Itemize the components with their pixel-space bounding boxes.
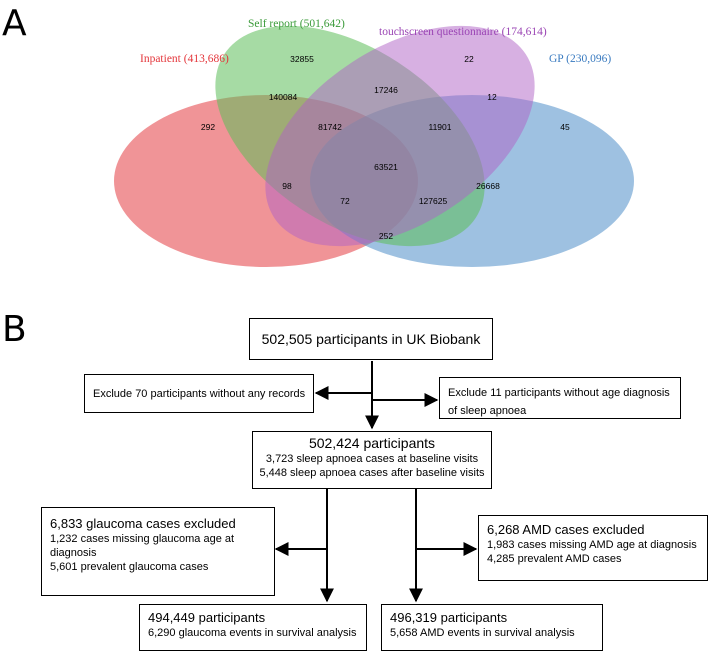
box-amd-final-line1: 5,658 AMD events in survival analysis [390, 627, 575, 639]
box-exclude-right: Exclude 11 participants without age diag… [439, 377, 681, 419]
box-exclude-left: Exclude 70 participants without any reco… [84, 374, 314, 413]
box-amd-final-title: 496,319 participants [390, 610, 508, 625]
box-glaucoma-excluded-title: 6,833 glaucoma cases excluded [50, 516, 236, 531]
box-amd-excluded-line1: 1,983 cases missing AMD age at diagnosis [487, 539, 697, 551]
panel-a-letter: A [2, 3, 27, 44]
box-glaucoma-final-title: 494,449 participants [148, 610, 266, 625]
venn-count-inpatient-self-touch: 81742 [318, 122, 342, 132]
venn-label-inpatient: Inpatient (413,686) [140, 53, 229, 65]
box-exclude-right-text: Exclude 11 participants without age diag… [448, 387, 670, 417]
box-amd-excluded: 6,268 AMD cases excluded 1,983 cases mis… [478, 515, 708, 581]
box-amd-excluded-line2: 4,285 prevalent AMD cases [487, 553, 622, 565]
venn-count-inpatient-self: 140084 [269, 92, 298, 102]
box-middle-line2: 5,448 sleep apnoea cases after baseline … [259, 467, 485, 479]
venn-count-self-touch-gp: 11901 [428, 122, 451, 132]
venn-diagram: Inpatient (413,686) Self report (501,642… [114, 18, 634, 267]
box-glaucoma-final: 494,449 participants 6,290 glaucoma even… [139, 604, 367, 651]
box-amd-excluded-title: 6,268 AMD cases excluded [487, 522, 645, 537]
box-glaucoma-excluded-line2: 5,601 prevalent glaucoma cases [50, 561, 209, 573]
venn-count-gp-only: 45 [560, 122, 570, 132]
box-glaucoma-excluded: 6,833 glaucoma cases excluded 1,232 case… [41, 507, 275, 596]
panel-b-letter: B [2, 309, 27, 350]
venn-label-self: Self report (501,642) [248, 18, 345, 30]
venn-count-self-only: 32855 [290, 54, 314, 64]
box-middle: 502,424 participants 3,723 sleep apnoea … [252, 431, 492, 489]
venn-label-gp: GP (230,096) [549, 53, 611, 65]
box-middle-line1: 3,723 sleep apnoea cases at baseline vis… [265, 453, 479, 465]
venn-count-self-touch: 17246 [374, 85, 398, 95]
box-middle-title: 502,424 participants [308, 435, 436, 451]
venn-count-touch-only: 22 [464, 54, 474, 64]
venn-label-touch: touchscreen questionnaire (174,614) [379, 26, 547, 38]
box-exclude-left-text: Exclude 70 participants without any reco… [93, 387, 306, 400]
box-amd-final: 496,319 participants 5,658 AMD events in… [381, 604, 603, 651]
venn-count-all-four: 63521 [374, 162, 398, 172]
venn-count-inpatient-gp: 252 [379, 231, 393, 241]
venn-count-touch-gp: 12 [487, 92, 497, 102]
venn-count-inpatient-only: 292 [201, 122, 215, 132]
venn-count-inpatient-self-gp: 127625 [419, 196, 448, 206]
venn-count-self-gp: 26668 [476, 181, 500, 191]
venn-set-touch [265, 25, 535, 247]
box-uk-biobank-text: 502,505 participants in UK Biobank [261, 330, 481, 347]
venn-count-inpatient-touch: 98 [282, 181, 292, 191]
box-glaucoma-final-line1: 6,290 glaucoma events in survival analys… [148, 627, 357, 639]
box-uk-biobank: 502,505 participants in UK Biobank [249, 318, 493, 360]
venn-count-inpatient-touch-gp: 72 [340, 196, 350, 206]
box-glaucoma-excluded-line1: 1,232 cases missing glaucoma age at diag… [50, 533, 235, 559]
